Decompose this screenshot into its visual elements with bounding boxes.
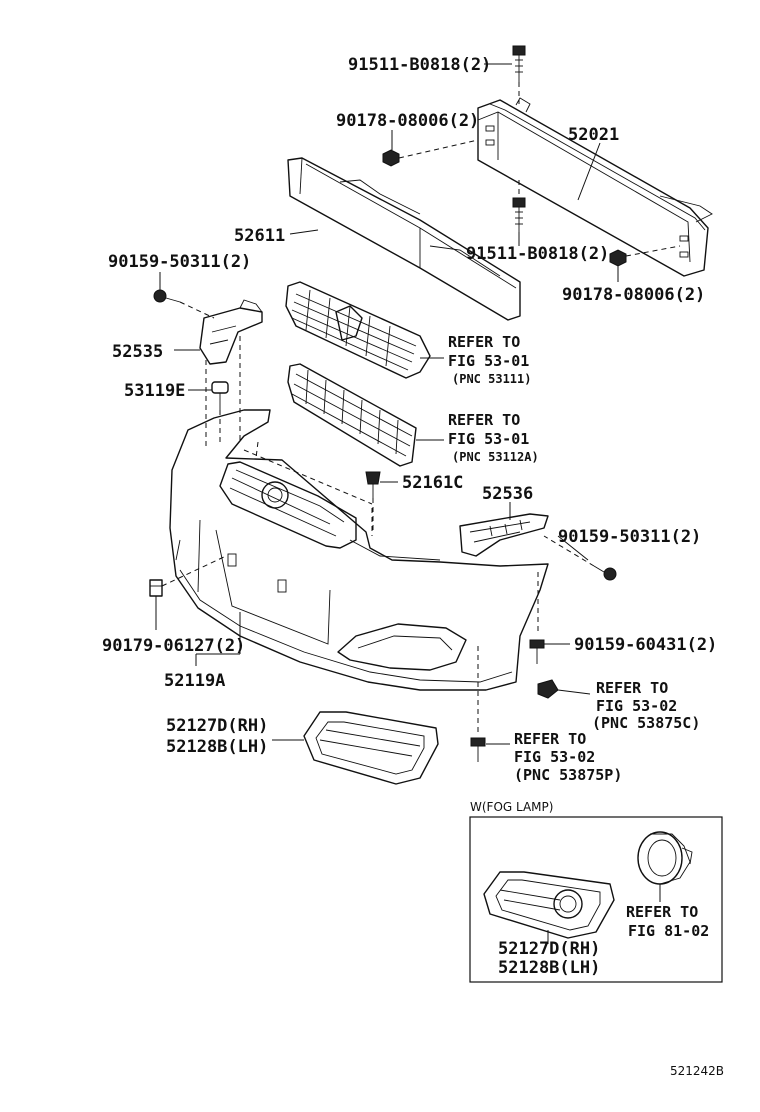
nut-top-icon <box>382 149 400 167</box>
label-bracket-right: 52536 <box>482 484 533 504</box>
lower-grille <box>287 363 417 467</box>
label-ref-right-2: FIG 53-02 <box>596 697 677 715</box>
screw-right-icon <box>593 565 617 581</box>
screw-left-icon <box>153 289 181 303</box>
fog-cover-bezel <box>303 711 439 785</box>
bolt-mid-icon <box>512 180 526 232</box>
label-clip-center: 52161C <box>402 473 463 493</box>
bracket-left <box>199 299 263 365</box>
label-inset-ref-2: FIG 81-02 <box>628 922 709 940</box>
label-grille-upper-pnc: (PNC 53111) <box>452 372 531 386</box>
label-clip-left: 53119E <box>124 381 185 401</box>
label-screw-bottom: 90159-60431(2) <box>574 635 717 655</box>
label-grille-lower-ref2: FIG 53-01 <box>448 430 529 448</box>
label-bolt-top: 91511-B0818(2) <box>348 55 491 75</box>
clip-center-icon <box>365 471 381 498</box>
label-bracket-left: 52535 <box>112 342 163 362</box>
label-cover-lh: 52128B(LH) <box>166 737 268 757</box>
inset-fog-cover <box>483 871 615 939</box>
upper-grille <box>285 281 431 379</box>
label-screw-left: 90159-50311(2) <box>108 252 251 272</box>
label-screw-right: 90159-50311(2) <box>558 527 701 547</box>
fog-lamp-icon <box>637 831 693 885</box>
inset-title: W(FOG LAMP) <box>470 800 553 814</box>
label-nut-top: 90178-08006(2) <box>336 111 479 131</box>
label-reinforcement: 52021 <box>568 125 619 145</box>
clip-left-icon <box>211 381 229 410</box>
bolt-top-icon <box>512 45 526 104</box>
screw-bottom-center-icon <box>470 646 486 762</box>
label-bumper-cover: 52119A <box>164 671 225 691</box>
bracket-right <box>459 513 549 557</box>
label-inset-cover-rh: 52127D(RH) <box>498 939 600 959</box>
label-inset-ref-1: REFER TO <box>626 903 698 921</box>
label-grille-lower-ref1: REFER TO <box>448 411 520 429</box>
label-absorber: 52611 <box>234 226 285 246</box>
label-grille-upper-ref1: REFER TO <box>448 333 520 351</box>
label-cover-rh: 52127D(RH) <box>166 716 268 736</box>
label-ref-bottom-1: REFER TO <box>514 730 586 748</box>
bumper-cover <box>169 409 549 691</box>
label-grille-upper-ref2: FIG 53-01 <box>448 352 529 370</box>
label-grille-lower-pnc: (PNC 53112A) <box>452 450 539 464</box>
retainer-right-icon <box>537 679 559 699</box>
label-ref-right-1: REFER TO <box>596 679 668 697</box>
label-ref-bottom-2: FIG 53-02 <box>514 748 595 766</box>
label-inset-cover-lh: 52128B(LH) <box>498 958 600 978</box>
label-nut-bottom: 90179-06127(2) <box>102 636 245 656</box>
energy-absorber <box>287 157 521 321</box>
inset-frame <box>469 816 723 983</box>
label-ref-bottom-pnc: (PNC 53875P) <box>514 766 622 784</box>
label-nut-right: 90178-08006(2) <box>562 285 705 305</box>
diagram-code: 521242B <box>670 1064 724 1078</box>
nut-bottom-icon <box>149 579 163 597</box>
bumper-reinforcement <box>477 97 713 277</box>
nut-right-icon <box>609 249 627 267</box>
label-ref-right-pnc: (PNC 53875C) <box>592 714 700 732</box>
label-bolt-mid: 91511-B0818(2) <box>466 244 609 264</box>
